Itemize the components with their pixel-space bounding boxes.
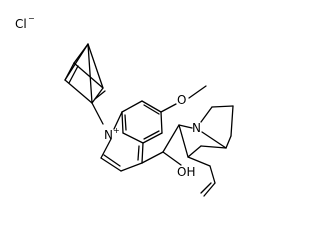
quinolinium-charge: + xyxy=(113,126,120,135)
chloride-charge: − xyxy=(28,14,35,23)
chloride-label: Cl xyxy=(15,17,27,31)
quinuclidine-cage xyxy=(178,105,234,197)
chemical-structure: Cl − N + O N OH xyxy=(15,14,234,197)
quinuclidine-nitrogen-label: N xyxy=(192,121,201,135)
quinolinium-nitrogen-label: N xyxy=(104,128,113,142)
methoxy-group xyxy=(160,85,207,113)
bicyclic-substituent xyxy=(64,43,106,125)
methoxy-oxygen-label: O xyxy=(177,93,186,107)
atom-labels: Cl − N + O N OH xyxy=(15,14,201,179)
quinolinium-core xyxy=(100,100,163,172)
hydroxyl-label: OH xyxy=(177,165,195,179)
carbinol-linker xyxy=(141,124,182,166)
